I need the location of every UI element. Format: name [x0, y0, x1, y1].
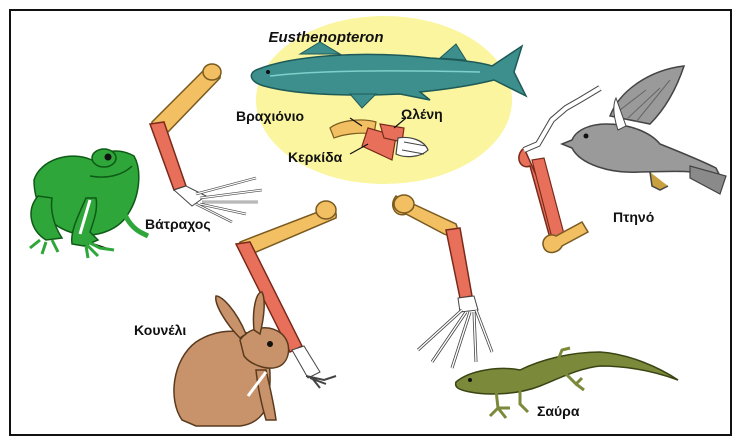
- label-eusthenopteron: Eusthenopteron: [269, 29, 384, 46]
- label-humerus: Βραχιόνιο: [236, 108, 304, 124]
- label-radius: Κερκίδα: [288, 149, 343, 165]
- label-frog: Βάτραχος: [145, 216, 211, 232]
- label-bird: Πτηνό: [613, 209, 654, 225]
- label-lizard: Σαύρα: [537, 403, 580, 419]
- label-rabbit: Κουνέλι: [134, 322, 186, 338]
- label-ulna: Ωλένη: [401, 106, 443, 122]
